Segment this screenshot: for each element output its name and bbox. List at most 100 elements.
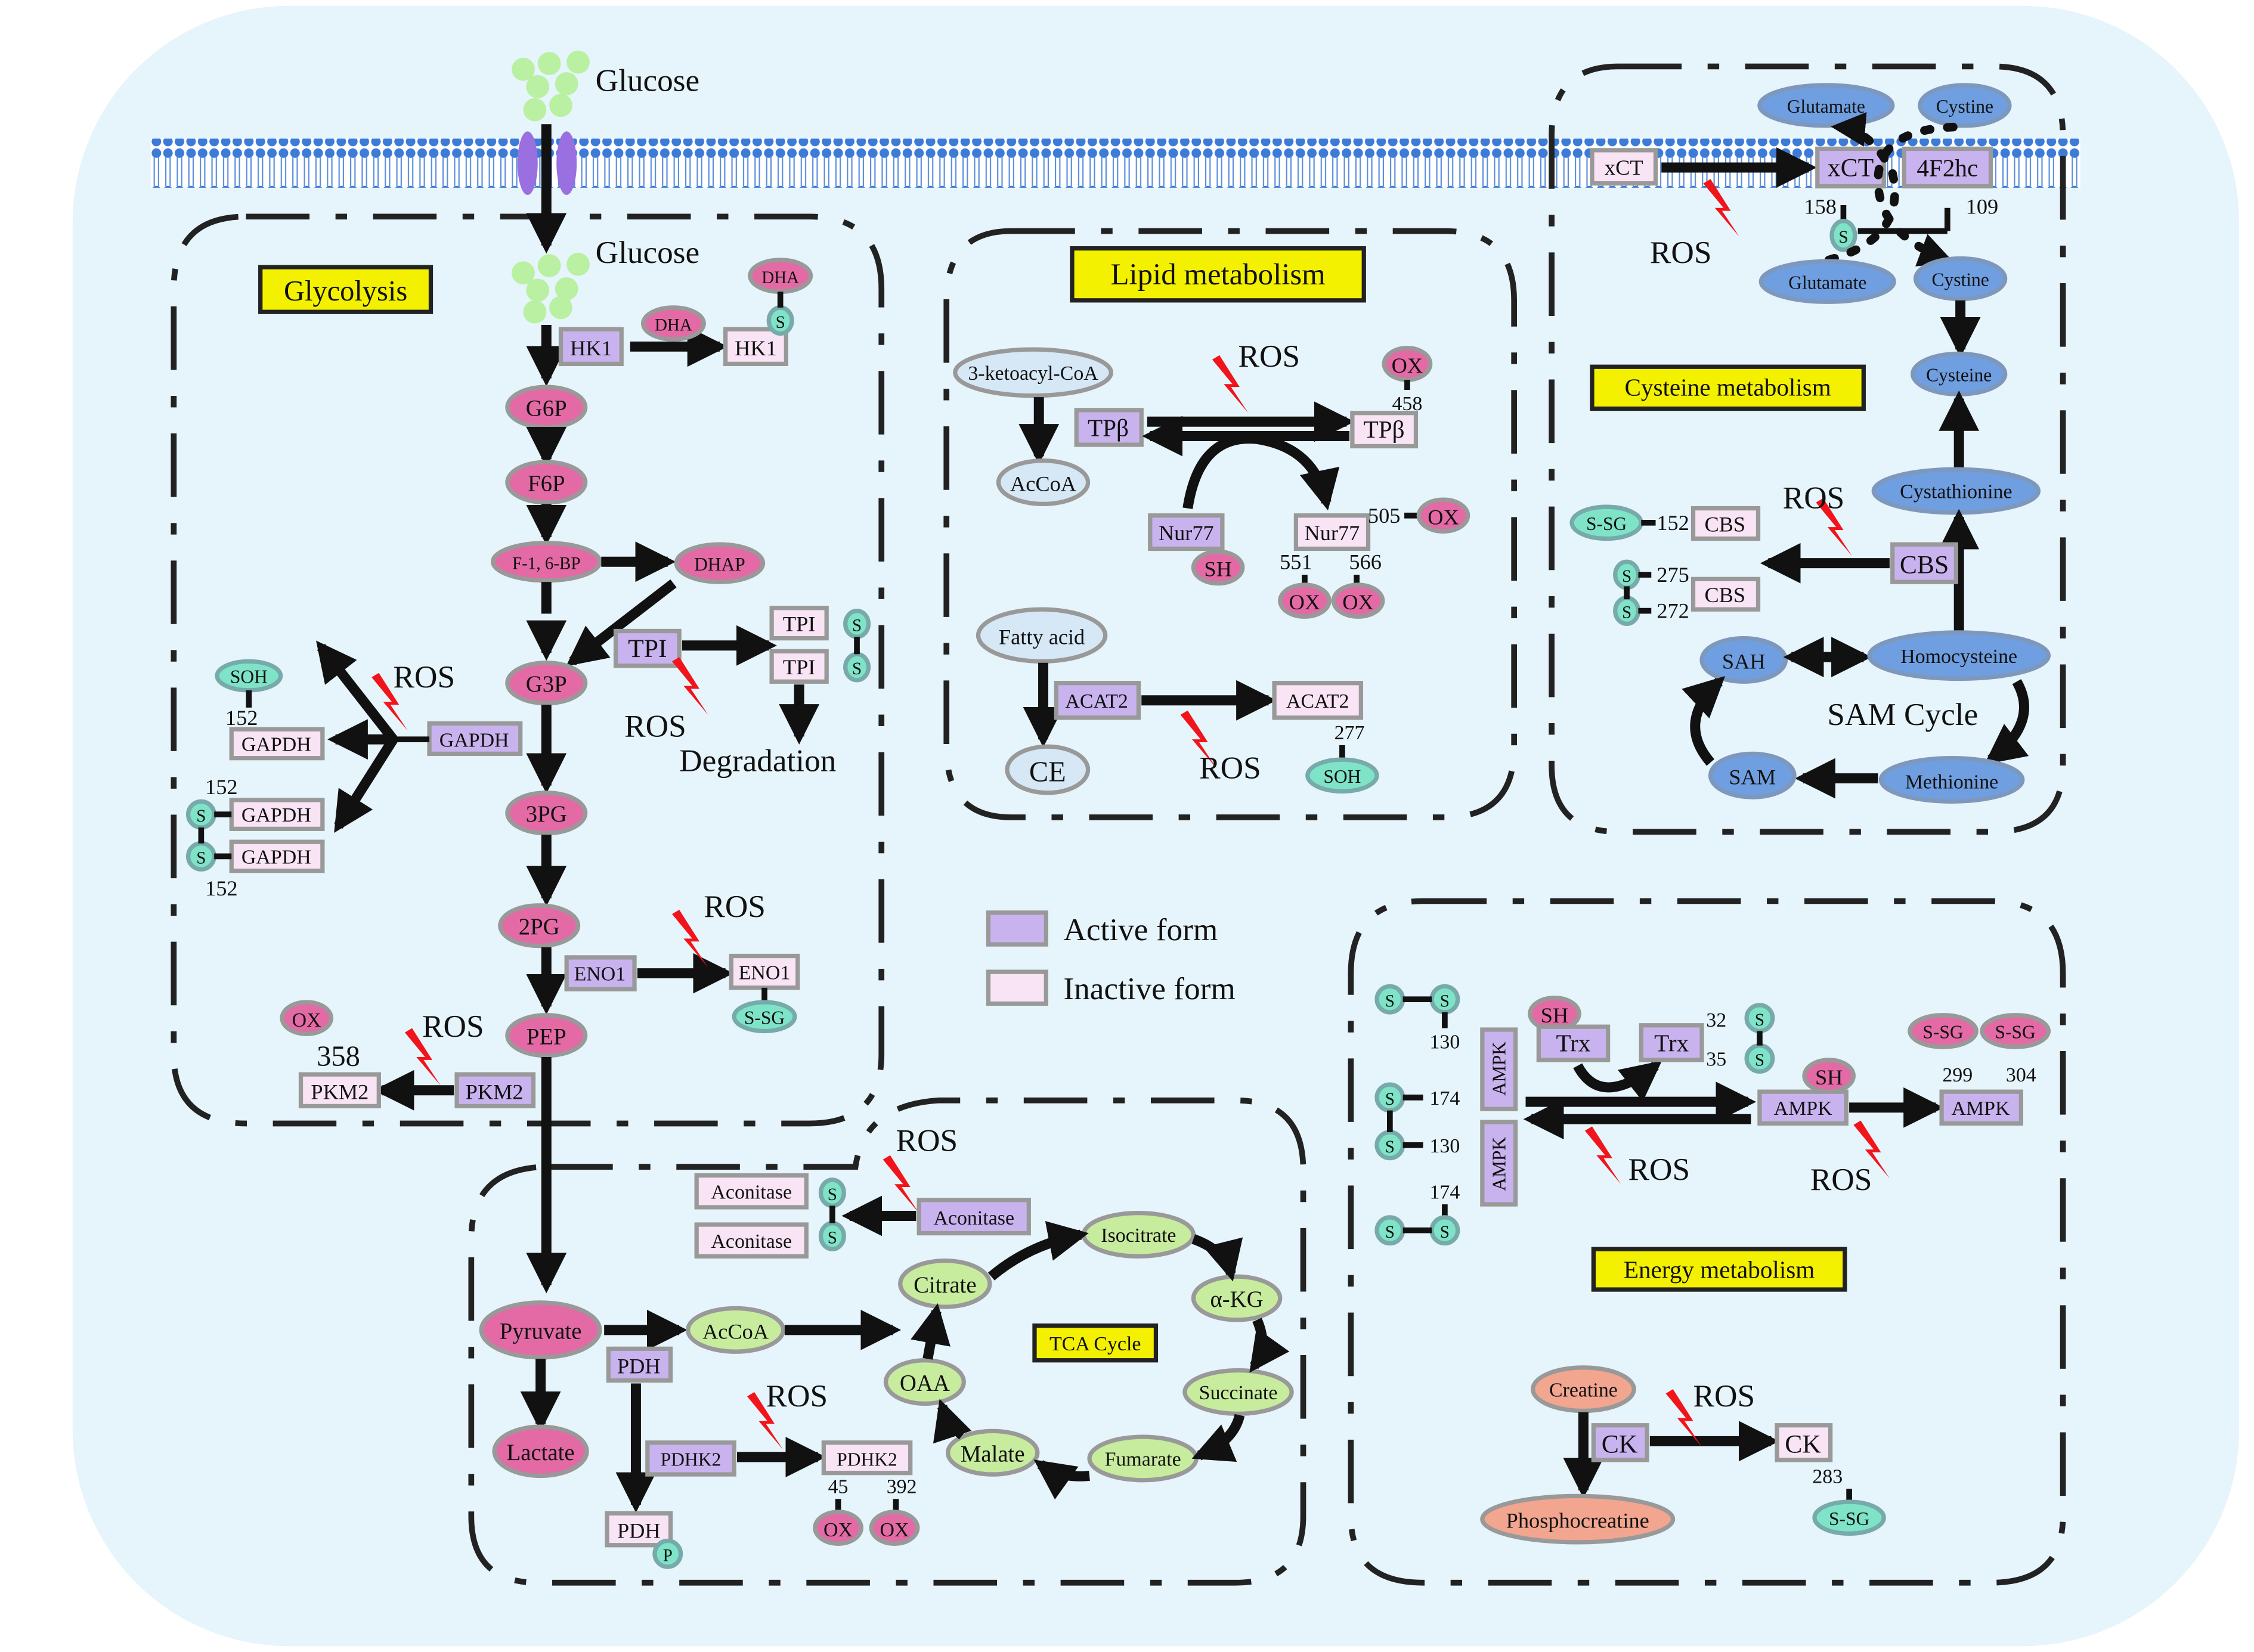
pdhk2-inactive-box [821, 1440, 913, 1476]
acat2-active-label: ACAT2 [1065, 690, 1128, 712]
xct-active-label: xCT [1828, 154, 1874, 182]
f6p-label: F6P [528, 471, 565, 497]
eno1-ssg-label: S-SG [744, 1007, 785, 1028]
cbs-site-272: 272 [1657, 599, 1689, 623]
accoa-tca-ellipse [686, 1306, 786, 1354]
cbs-site-275: 275 [1657, 563, 1689, 587]
acat2-soh-ellipse [1305, 757, 1379, 794]
acat2-inactive-box [1272, 681, 1364, 720]
gapdh-active-label: GAPDH [439, 729, 509, 751]
oaa-to-citrate-arrow [911, 1303, 950, 1360]
pdhk2-ox-2 [869, 1510, 920, 1546]
ampk-ssg-299 [1908, 1013, 1979, 1049]
xct-active-box [1815, 146, 1886, 189]
sam-cycle-label: SAM Cycle [1827, 697, 1978, 732]
aconitase-active-box [917, 1198, 1031, 1236]
pkm2-active-label: PKM2 [466, 1080, 524, 1104]
ck-ssg-ellipse [1812, 1499, 1886, 1536]
trx-s-1-label: S [1755, 1011, 1764, 1030]
phosphocreatine-ellipse [1480, 1493, 1676, 1545]
glutamate-extracellular-label: Glutamate [1787, 96, 1865, 117]
aconitase-inactive-box-2 [694, 1222, 809, 1259]
methionine-ellipse [1878, 756, 2025, 804]
f16bp-label: F-1, 6-BP [512, 554, 581, 573]
glycolysis-frame [171, 213, 885, 1127]
lipid-title-box [1070, 246, 1366, 303]
nur77-ox-505 [1416, 497, 1470, 534]
nur77-ox-551 [1278, 582, 1332, 619]
pdhk2-ox-1 [813, 1510, 863, 1546]
ampk-site-174-a: 174 [1429, 1087, 1460, 1109]
pkm2-ox-label: OX [292, 1009, 321, 1031]
hk1-inactive-box [723, 327, 788, 367]
cystine-extracellular-ellipse [1918, 83, 2012, 128]
gapdh-site-152-a: 152 [225, 706, 258, 730]
tca-akg-label: α-KG [1210, 1287, 1263, 1312]
ck-inactive-label: CK [1785, 1430, 1821, 1459]
legend-active-swatch [986, 910, 1048, 947]
ampk-active-box [1757, 1089, 1849, 1126]
f2hc-box [1902, 146, 1993, 189]
xct-sulfur-ellipse [1829, 218, 1857, 252]
tpb-active-box [1074, 408, 1144, 447]
tpi-active-box [613, 628, 682, 668]
ampk-s-1a [1374, 984, 1405, 1015]
cbs-ssg-label: S-SG [1586, 513, 1627, 534]
succinate-to-fumarate-arrow [1191, 1414, 1245, 1462]
ampk-active-label: AMPK [1774, 1098, 1832, 1120]
tca-isocitrate-label: Isocitrate [1101, 1225, 1176, 1247]
nur77-ox-566 [1331, 582, 1385, 619]
ampk-glutathionylated-label: AMPK [1952, 1098, 2010, 1120]
aconitase-inactive-label-2: Aconitase [711, 1231, 792, 1253]
tca-fumarate-label: Fumarate [1105, 1449, 1181, 1471]
cystine-intracellular-label: Cystine [1932, 269, 1989, 290]
ck-site-283: 283 [1812, 1466, 1843, 1488]
trx-oxidized-label: Trx [1654, 1029, 1689, 1056]
f6p-ellipse [505, 460, 588, 505]
glutamate-intracellular-label: Glutamate [1788, 272, 1866, 293]
pdhk2-site-45: 45 [828, 1476, 849, 1498]
glucose-molecules-intracellular [512, 252, 590, 324]
xct-sulfur-label: S [1838, 228, 1848, 247]
glucose-intracellular-label: Glucose [596, 235, 700, 270]
nur77-site-505: 505 [1368, 504, 1401, 528]
creatine-ellipse [1531, 1365, 1636, 1414]
hk1-inactive-label: HK1 [735, 336, 777, 360]
cbs-active-label: CBS [1900, 551, 1949, 579]
tpi-sulfur-1-label: S [852, 616, 862, 636]
glucose-extracellular-label: Glucose [596, 63, 700, 98]
nur77-site-551: 551 [1280, 550, 1312, 574]
tca-frame [468, 1097, 1306, 1586]
cbs-active-box [1890, 542, 1958, 584]
ampk-site-299: 299 [1942, 1064, 1973, 1086]
dhap-ellipse [674, 542, 766, 584]
pdh-inactive-label: PDH [617, 1519, 661, 1543]
acat2-inactive-label: ACAT2 [1286, 690, 1349, 712]
xct-ros-label: ROS [1650, 235, 1712, 270]
legend-active-label: Active form [1063, 912, 1218, 947]
acat2-site-277: 277 [1335, 722, 1365, 744]
legend-inactive-swatch [986, 969, 1048, 1006]
aconitase-sulfur-1-label: S [828, 1185, 837, 1204]
pkm2-ox-ellipse [280, 1000, 333, 1036]
pyruvate-ellipse [479, 1300, 602, 1360]
xct-inactive-label: xCT [1605, 156, 1643, 179]
tca-title: TCA Cycle [1049, 1333, 1141, 1355]
ck-ros-label: ROS [1693, 1378, 1755, 1414]
nur77-ox-566-label: OX [1342, 590, 1373, 614]
ampk-vertical-active-label: AMPK [1489, 1042, 1510, 1096]
cbs-inactive-label-1: CBS [1704, 512, 1745, 536]
lipid-frame [943, 228, 1517, 820]
ampk-site-130-b: 130 [1429, 1135, 1460, 1157]
trx-s-2-label: S [1755, 1051, 1764, 1070]
fatty-acid-label: Fatty acid [999, 625, 1085, 649]
pdh-active-box [606, 1346, 673, 1383]
ampk-ros-label-1: ROS [1628, 1152, 1690, 1187]
trx-oxidation-arrow [1573, 1061, 1662, 1102]
cysteine-title: Cysteine metabolism [1624, 374, 1831, 401]
pdhk2-site-392: 392 [887, 1476, 917, 1498]
aconitase-active-label: Aconitase [933, 1207, 1014, 1229]
hk1-sulfur-label: S [776, 313, 785, 332]
pep-label: PEP [527, 1024, 566, 1049]
